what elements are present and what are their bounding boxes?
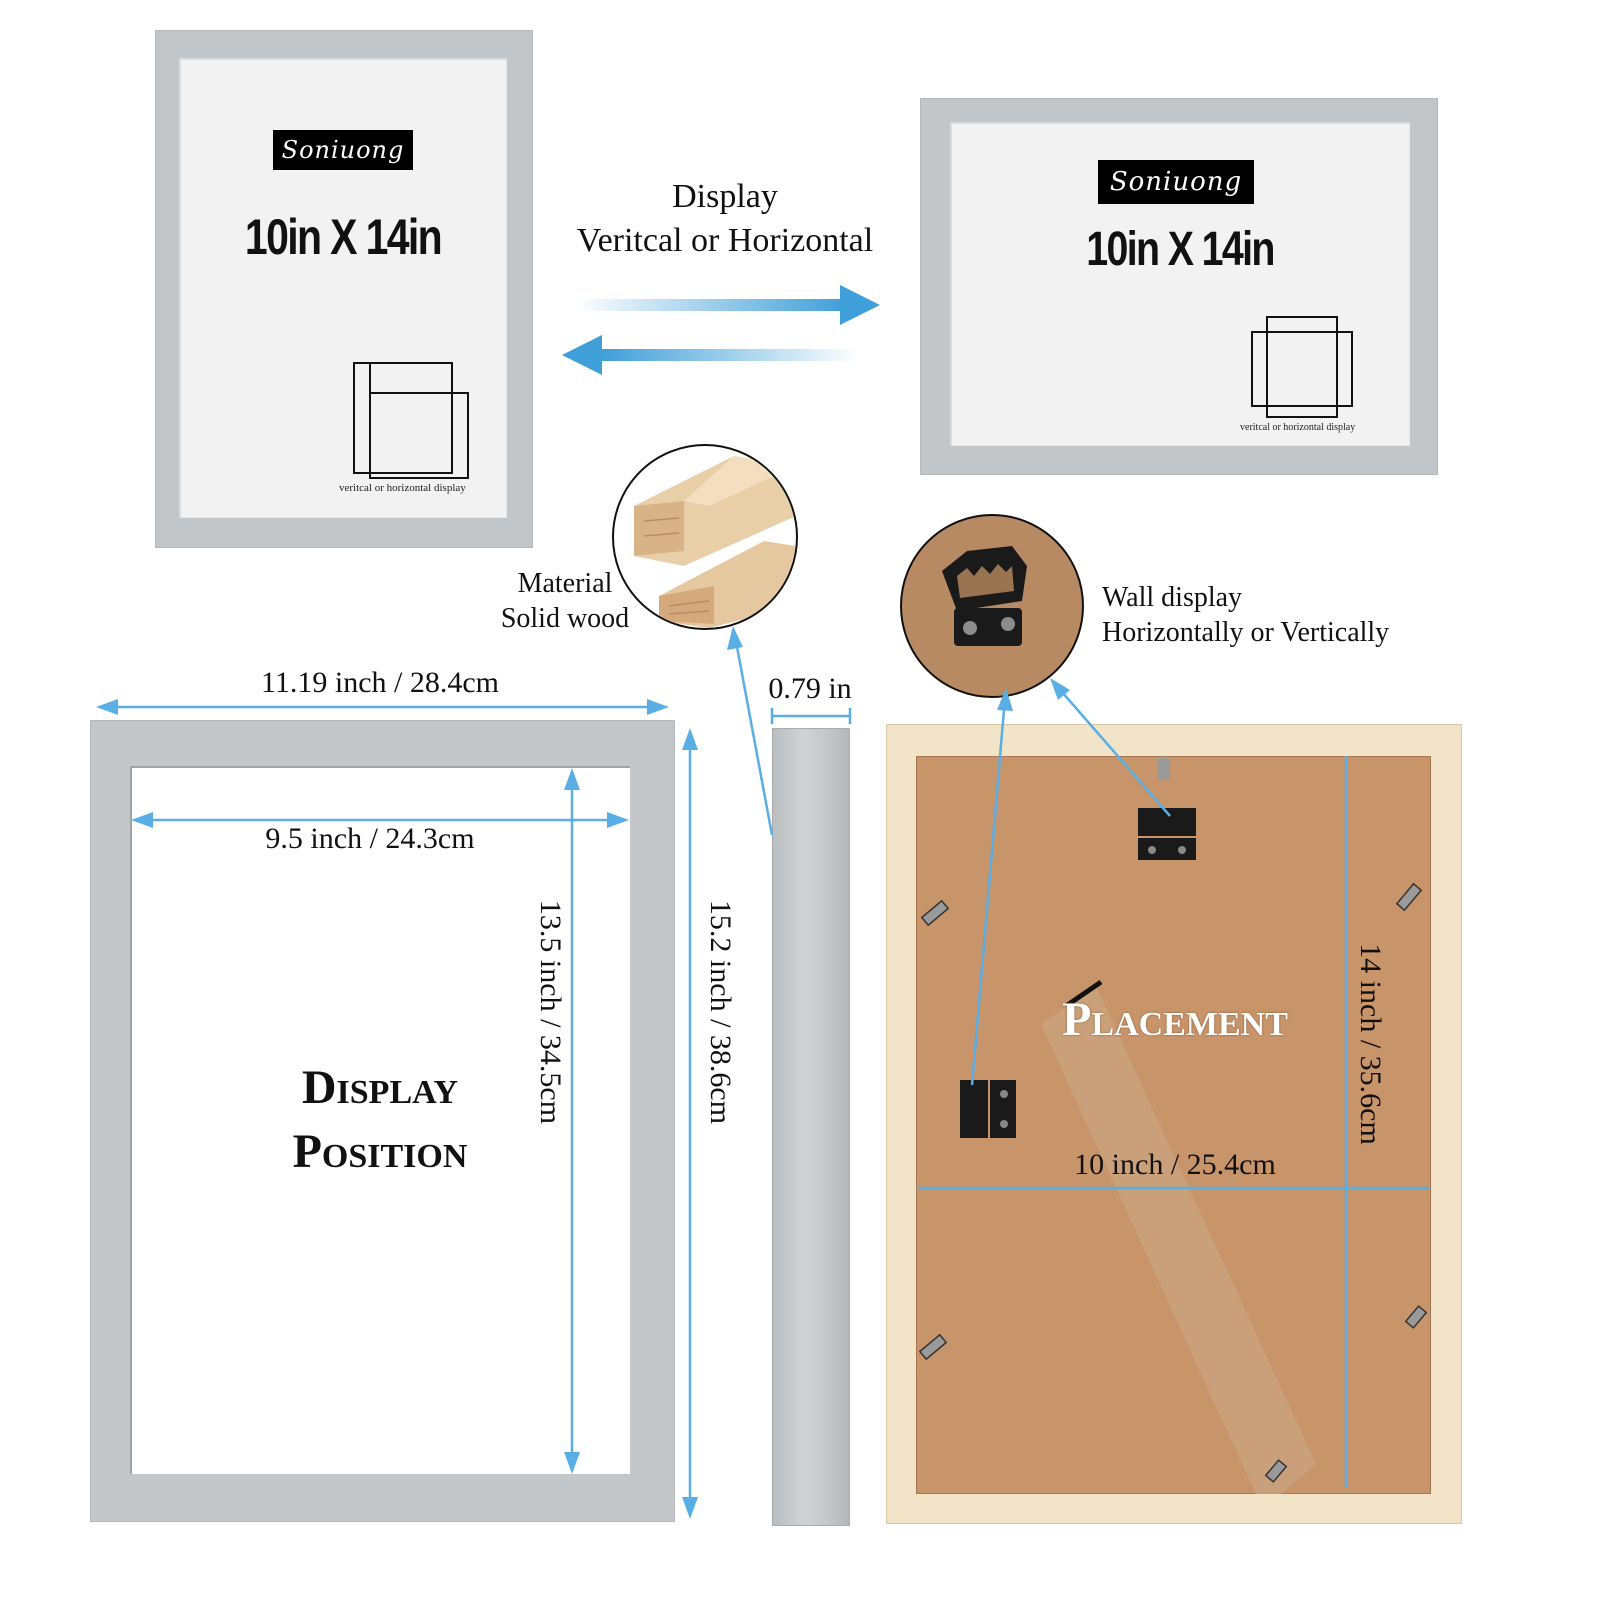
orientation-icon (1251, 316, 1353, 418)
material-label-line1: Material (517, 568, 613, 599)
sawtooth-hanger-top (1138, 758, 1196, 860)
top-right-frame: Soniuong 10in X 14in veritcal or horizon… (920, 98, 1438, 475)
display-heading-line1: Display (672, 178, 778, 215)
top-right-frame-mat: Soniuong 10in X 14in veritcal or horizon… (950, 122, 1410, 446)
inner-height-label: 13.5 inch / 34.5cm (534, 899, 567, 1125)
outer-width-label: 11.19 inch / 28.4cm (260, 666, 500, 699)
front-frame-opening (130, 766, 630, 1474)
depth-label: 0.79 in (768, 672, 852, 705)
frame-depth-profile (772, 728, 850, 1526)
sawtooth-hanger-icon (942, 546, 1027, 646)
display-heading-line2: Veritcal or Horizontal (576, 222, 874, 259)
brand-logo: Soniuong (273, 130, 413, 170)
size-label: 10in X 14in (244, 209, 443, 265)
easel-stand-icon (918, 758, 1428, 1494)
top-left-frame: Soniuong 10in X 14in veritcal or horizon… (155, 30, 533, 548)
sawtooth-hanger-closeup (900, 514, 1084, 698)
size-label: 10in X 14in (1086, 223, 1275, 276)
placement-label: Placement (1062, 993, 1288, 1046)
outer-height-label: 15.2 inch / 38.6cm (704, 899, 737, 1125)
brand-logo: Soniuong (1098, 160, 1254, 204)
wall-display-line1: Wall display (1102, 582, 1243, 613)
front-frame (90, 720, 675, 1522)
wood-profile-icon (634, 456, 796, 628)
material-label-line2: Solid wood (500, 603, 630, 634)
display-position-line1: Display (301, 1061, 459, 1114)
wall-display-line2: Horizontally or Vertically (1102, 617, 1390, 648)
wood-material-closeup (612, 444, 798, 630)
inner-width-label: 9.5 inch / 24.3cm (265, 822, 475, 855)
orientation-icon (353, 362, 469, 479)
top-left-frame-mat: Soniuong 10in X 14in veritcal or horizon… (179, 58, 507, 518)
back-width-label: 10 inch / 25.4cm (1074, 1148, 1276, 1181)
orientation-caption: veritcal or horizontal display (1240, 422, 1356, 433)
sawtooth-hanger-side (960, 1080, 1016, 1138)
display-position-line2: Position (292, 1125, 468, 1178)
orientation-caption: veritcal or horizontal display (339, 482, 466, 494)
back-height-label: 14 inch / 35.6cm (1354, 943, 1387, 1145)
